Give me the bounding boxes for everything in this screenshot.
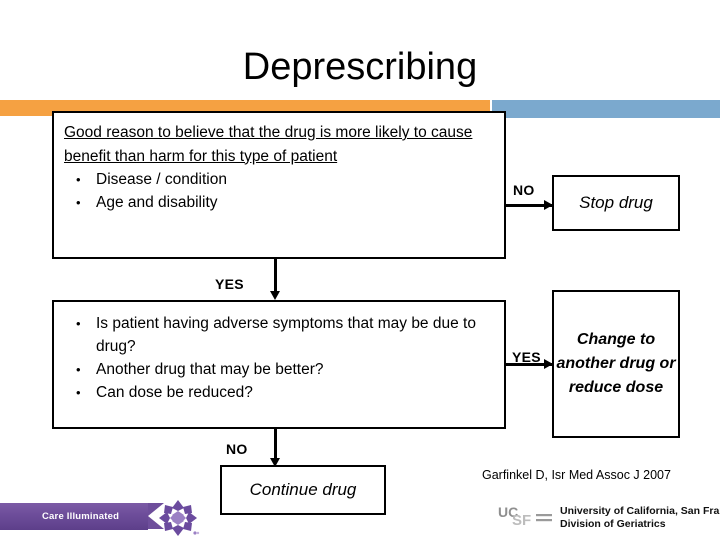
ucsf-line-2: Division of Geriatrics bbox=[560, 517, 666, 530]
arrow-criteria-to-stop bbox=[506, 204, 552, 207]
arrow-head-right-icon bbox=[544, 200, 553, 210]
questions-bullet-2: Another drug that may be better? bbox=[96, 361, 324, 378]
list-item: Is patient having adverse symptoms that … bbox=[64, 312, 494, 358]
ucsf-line-1: University of California, San Francisco bbox=[560, 505, 720, 517]
continue-drug-box: Continue drug bbox=[220, 465, 386, 515]
svg-text:UC: UC bbox=[498, 504, 518, 520]
change-drug-box: Change to another drug or reduce dose bbox=[552, 290, 680, 438]
care-illuminated-banner-tail bbox=[148, 503, 164, 529]
arrow-head-down-icon bbox=[270, 291, 280, 300]
questions-bullet-list: Is patient having adverse symptoms that … bbox=[64, 312, 494, 404]
accent-bar-blue bbox=[492, 100, 720, 118]
care-illuminated-label: Care Illuminated bbox=[42, 511, 120, 522]
ucsf-logo-icon: UC SF bbox=[498, 504, 554, 529]
criteria-bullet-2: Age and disability bbox=[96, 194, 218, 211]
list-item: Disease / condition bbox=[64, 168, 494, 191]
questions-box: Is patient having adverse symptoms that … bbox=[52, 300, 506, 429]
page-title: Deprescribing bbox=[242, 46, 478, 88]
arrow-questions-to-continue bbox=[274, 429, 277, 462]
branch-label-yes-criteria: YES bbox=[215, 276, 244, 292]
criteria-bullet-list: Disease / condition Age and disability bbox=[64, 168, 494, 214]
list-item: Another drug that may be better? bbox=[64, 358, 494, 381]
citation-text: Garfinkel D, Isr Med Assoc J 2007 bbox=[482, 468, 671, 482]
ucsf-affiliation-text: University of California, San Francisco … bbox=[560, 505, 720, 530]
criteria-bullet-1: Disease / condition bbox=[96, 171, 227, 188]
change-drug-label: Change to another drug or reduce dose bbox=[556, 331, 676, 396]
care-illuminated-banner bbox=[0, 503, 148, 530]
questions-bullet-1: Is patient having adverse symptoms that … bbox=[96, 315, 476, 355]
criteria-heading: Good reason to believe that the drug is … bbox=[64, 124, 473, 165]
criteria-box: Good reason to believe that the drug is … bbox=[52, 111, 506, 259]
arrow-questions-to-change bbox=[506, 363, 552, 366]
stop-drug-label: Stop drug bbox=[579, 193, 653, 212]
list-item: Age and disability bbox=[64, 191, 494, 214]
list-item: Can dose be reduced? bbox=[64, 381, 494, 404]
branch-label-no-stop: NO bbox=[513, 182, 535, 198]
continue-drug-label: Continue drug bbox=[249, 480, 357, 499]
branch-label-no-questions: NO bbox=[226, 441, 248, 457]
arrow-criteria-to-questions bbox=[274, 259, 277, 295]
diamond-starburst-icon bbox=[155, 498, 201, 538]
svg-text:SF: SF bbox=[512, 512, 531, 528]
arrow-head-down-icon bbox=[270, 458, 280, 467]
arrow-head-right-icon bbox=[544, 359, 553, 369]
questions-bullet-3: Can dose be reduced? bbox=[96, 384, 253, 401]
stop-drug-box: Stop drug bbox=[552, 175, 680, 231]
branch-label-yes-questions: YES bbox=[512, 349, 541, 365]
